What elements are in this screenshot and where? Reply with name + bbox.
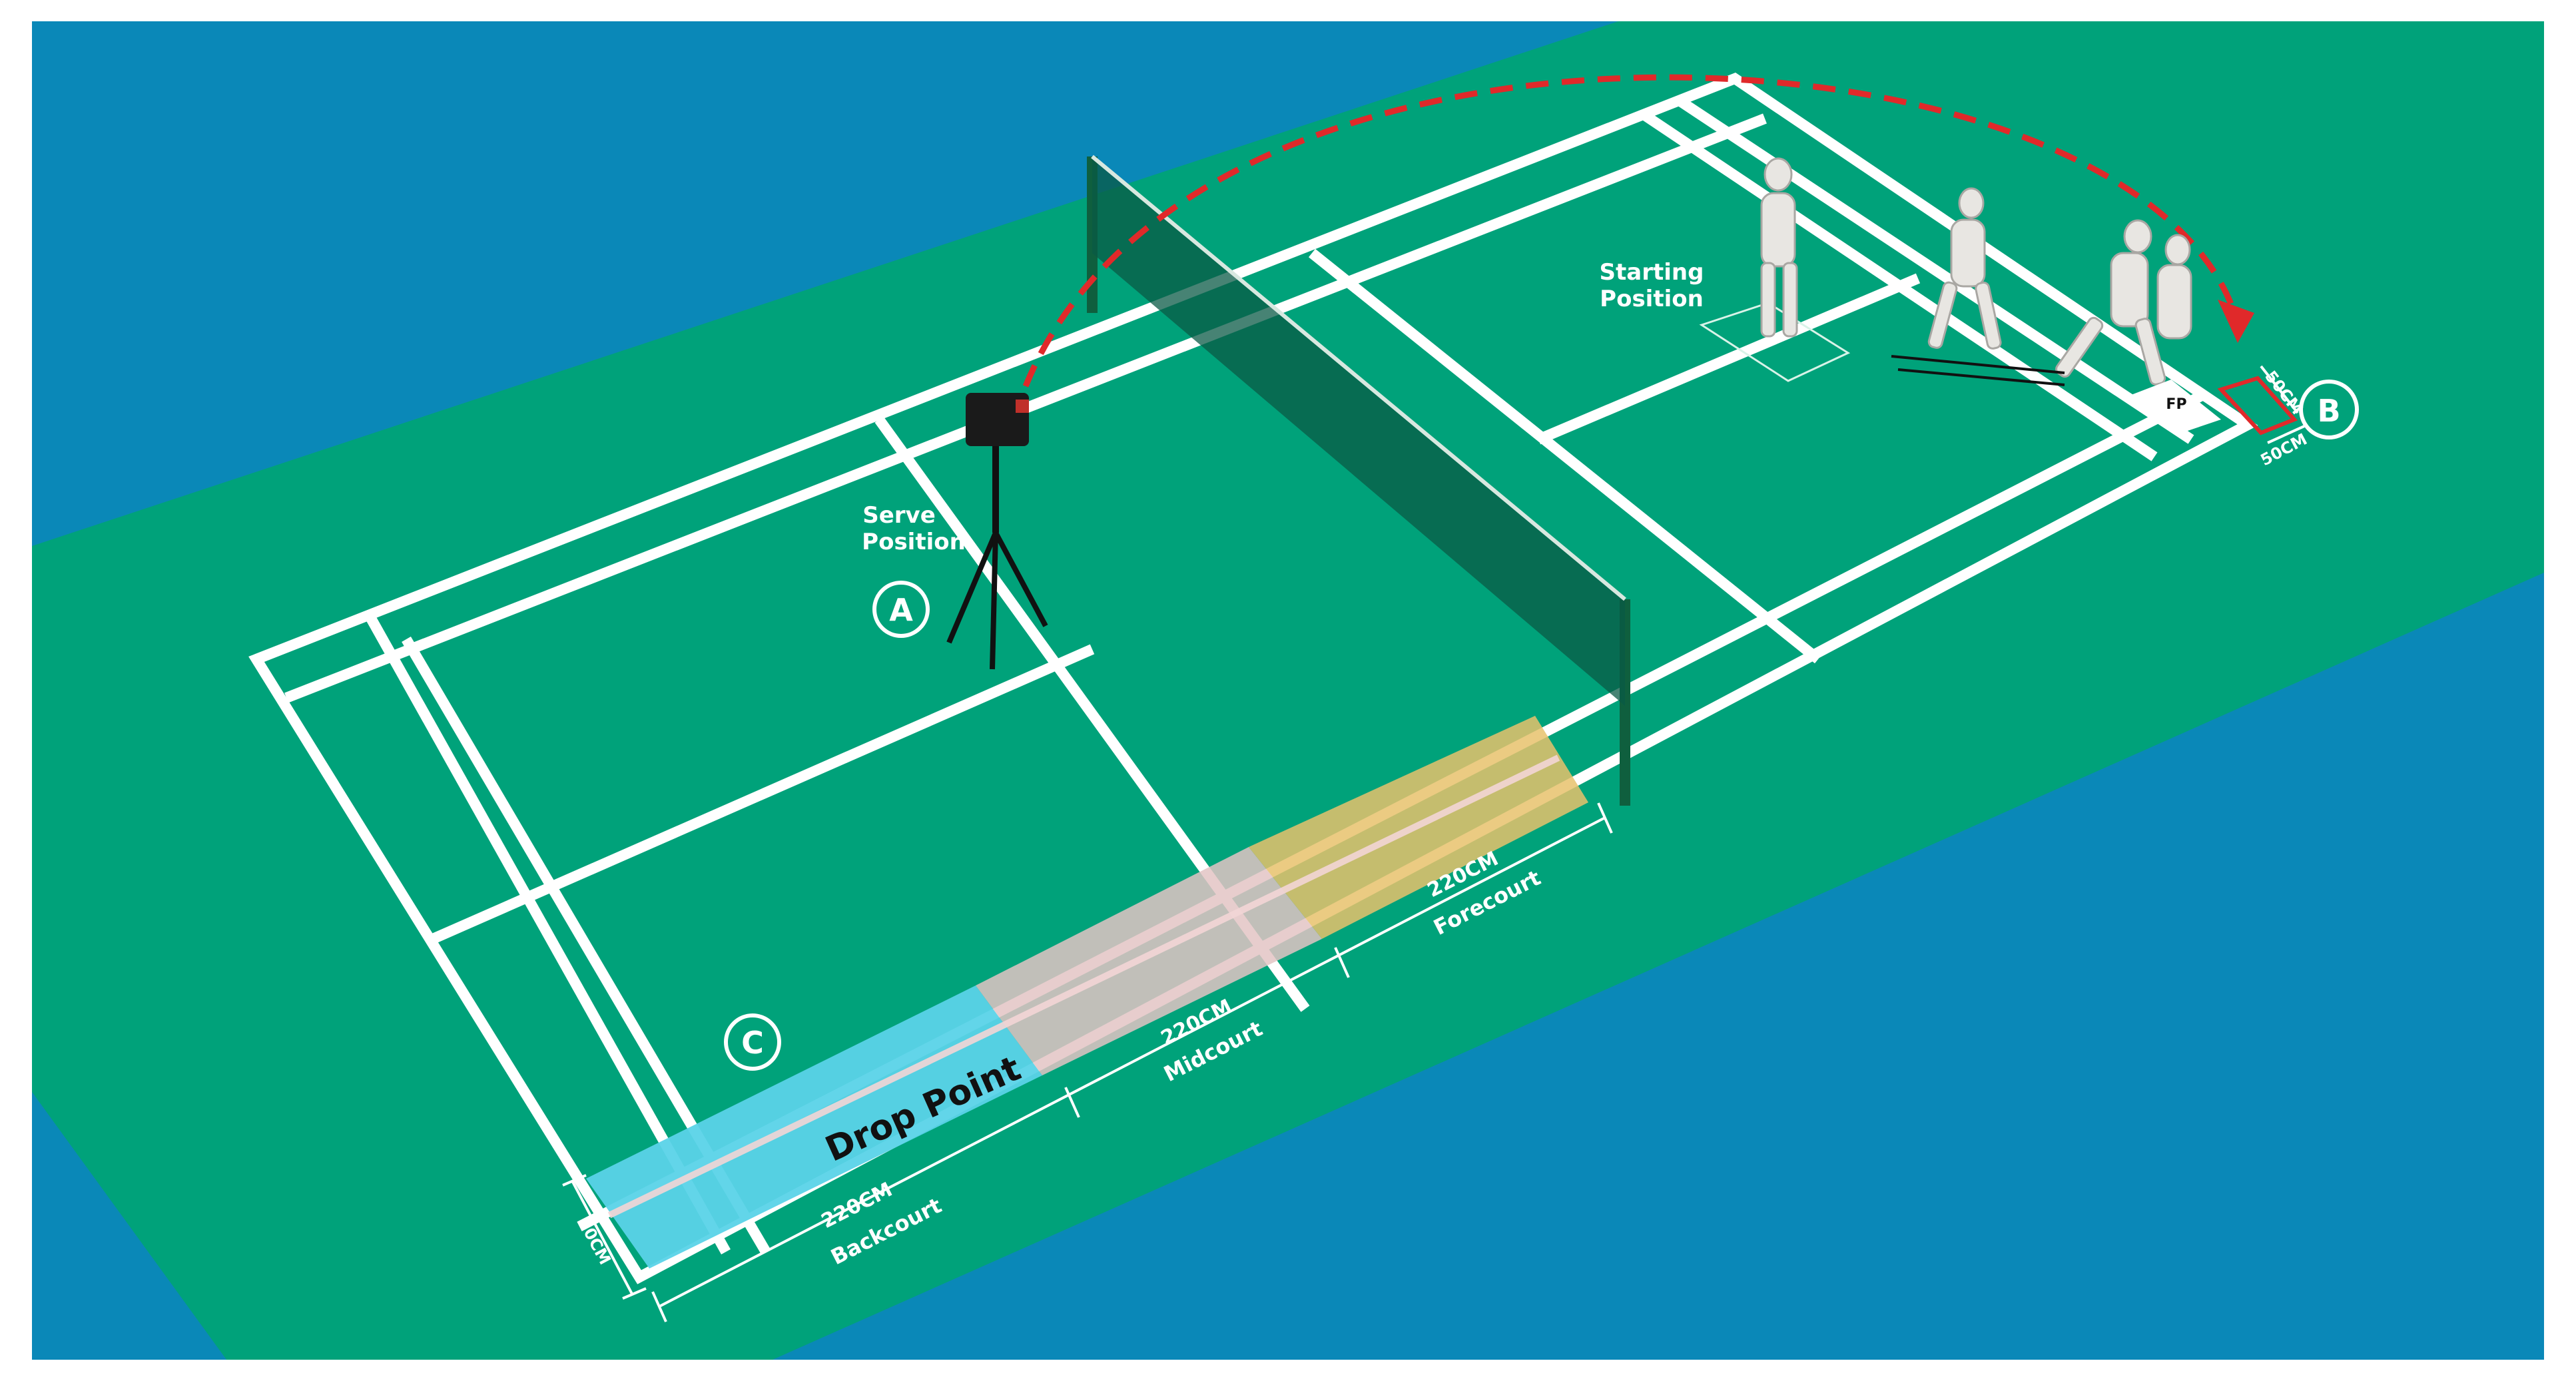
starting-position-label-line1: Starting	[1600, 259, 1704, 286]
width-dim-tick-2	[622, 1287, 647, 1300]
movement-arrows	[1891, 355, 2065, 386]
serve-position-label-line1: Serve	[862, 502, 936, 529]
zone-dim-tick-1	[651, 1291, 667, 1322]
zone-dim-tick-4	[1597, 802, 1613, 834]
player-figure-3	[2055, 219, 2192, 386]
zone-midcourt	[976, 847, 1322, 1075]
zone-dim-tick-2	[1064, 1087, 1080, 1118]
net	[1087, 154, 1630, 806]
marker-b: B	[2299, 380, 2359, 439]
shuttle-launcher	[946, 393, 1048, 670]
back-line-right	[1675, 95, 2194, 444]
svg-text:A: A	[889, 592, 913, 628]
zone-dim-tick-3	[1334, 947, 1350, 978]
zone-mid-line	[607, 754, 1560, 1219]
fp-label: FP	[2166, 396, 2186, 413]
green-floor	[32, 21, 2544, 1360]
serve-position-label-line2: Position	[862, 529, 966, 555]
fp-dim-line-1	[2260, 365, 2299, 414]
width-dim-tick-1	[562, 1174, 587, 1187]
marker-a: A	[872, 581, 930, 638]
shuttle-trajectory	[1022, 74, 2238, 388]
short-service-right	[1308, 248, 1822, 664]
floor-shade	[32, 546, 226, 1360]
player-figure-2	[1927, 187, 2002, 350]
starting-position-box	[1699, 302, 1851, 382]
svg-text:B: B	[2317, 393, 2340, 429]
svg-text:C: C	[741, 1025, 764, 1061]
zone-backcourt	[586, 985, 1042, 1268]
long-service-right	[1638, 109, 2158, 461]
width-dim-line	[571, 1181, 634, 1296]
trajectory-arrowhead	[2218, 300, 2254, 343]
marker-c: C	[724, 1013, 781, 1071]
court-boundary	[248, 73, 2258, 1284]
fp-box	[2128, 380, 2221, 434]
player-figure-1	[1760, 157, 1798, 338]
fp-dim-line-2	[2267, 425, 2305, 444]
starting-position-label-line2: Position	[1600, 286, 1704, 312]
center-line-left	[430, 644, 1095, 944]
zone-dim-baseline	[659, 816, 1606, 1308]
fp-target-outline	[2217, 376, 2298, 435]
center-line-right	[1536, 273, 1921, 445]
